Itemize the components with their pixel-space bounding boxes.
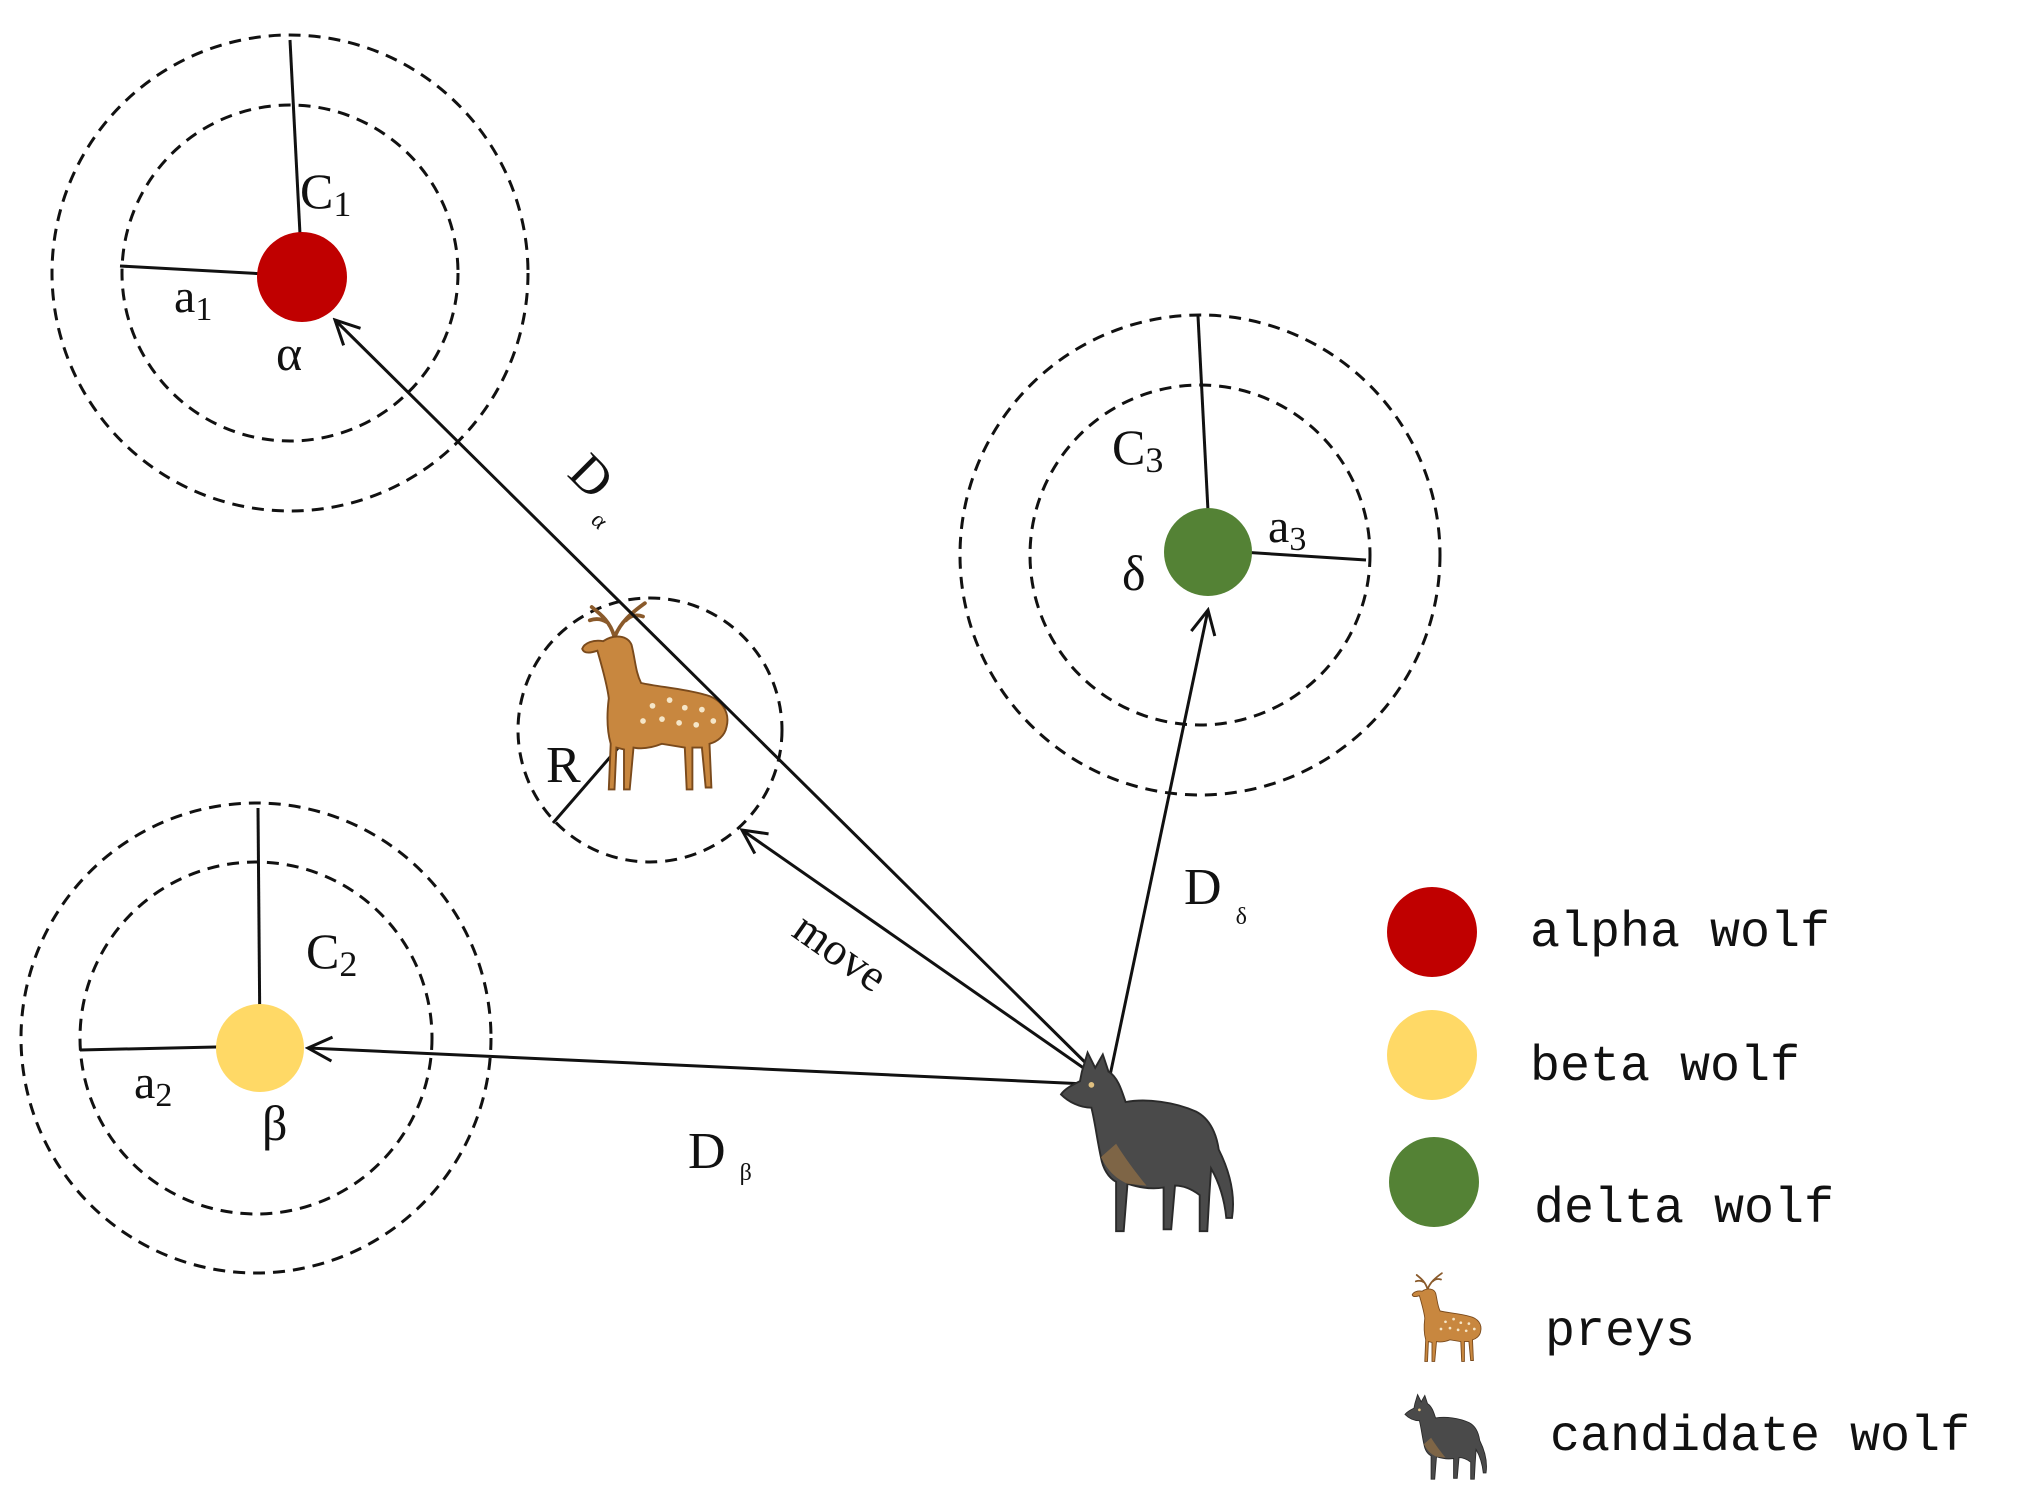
d-beta-vector <box>308 1048 1109 1087</box>
beta-symbol: β <box>262 1095 287 1151</box>
deer-icon <box>580 601 730 792</box>
delta-outer-ring <box>958 313 1442 797</box>
prey-r-radius <box>551 747 620 824</box>
legend-wolf-icon <box>1404 1394 1487 1480</box>
alpha-inner-ring <box>120 103 460 443</box>
prey-ring <box>516 596 784 864</box>
legend-item-beta: beta wolf <box>1387 1010 1800 1100</box>
legend-delta-swatch <box>1389 1137 1479 1227</box>
vectors <box>308 320 1208 1087</box>
alpha-a-label: a1 <box>174 270 212 328</box>
legend-beta-label: beta wolf <box>1530 1039 1800 1096</box>
legend-beta-swatch <box>1387 1010 1477 1100</box>
legend: alpha wolf beta wolf delta wolf preys ca… <box>1387 887 1970 1480</box>
legend-deer-icon <box>1411 1272 1482 1363</box>
wolf-icon <box>1060 1051 1234 1233</box>
beta-group: C2 a2 β <box>19 801 493 1275</box>
move-vector <box>742 830 1109 1087</box>
beta-inner-ring <box>78 860 434 1216</box>
legend-item-alpha: alpha wolf <box>1387 887 1830 977</box>
delta-wolf-marker <box>1164 508 1252 596</box>
legend-item-delta: delta wolf <box>1389 1137 1834 1238</box>
d-delta-vector <box>1106 610 1208 1086</box>
beta-c-label: C2 <box>306 923 357 984</box>
legend-prey-label: preys <box>1545 1304 1695 1361</box>
d-alpha-vector <box>335 320 1110 1087</box>
legend-alpha-label: alpha wolf <box>1530 905 1830 962</box>
prey-group: R <box>516 596 784 864</box>
delta-symbol: δ <box>1122 545 1146 601</box>
alpha-wolf-marker <box>257 232 347 322</box>
alpha-c-label: C1 <box>300 163 351 224</box>
move-label: move <box>784 901 897 1001</box>
legend-item-candidate: candidate wolf <box>1404 1394 1970 1480</box>
delta-group: C3 a3 δ <box>958 313 1442 797</box>
legend-candidate-label: candidate wolf <box>1550 1409 1970 1466</box>
d-alpha-label: Dα <box>550 443 642 535</box>
beta-outer-ring <box>19 801 493 1275</box>
alpha-group: C1 a1 α <box>50 33 530 513</box>
alpha-outer-ring <box>50 33 530 513</box>
delta-a-label: a3 <box>1268 500 1306 558</box>
beta-a-label: a2 <box>134 1056 172 1114</box>
legend-delta-label: delta wolf <box>1534 1181 1834 1238</box>
prey-r-label: R <box>546 737 581 794</box>
delta-inner-ring <box>1028 383 1372 727</box>
d-delta-label: Dδ <box>1184 859 1247 930</box>
legend-alpha-swatch <box>1387 887 1477 977</box>
beta-wolf-marker <box>216 1004 304 1092</box>
legend-item-prey: preys <box>1411 1272 1695 1363</box>
alpha-symbol: α <box>276 325 302 381</box>
delta-c-label: C3 <box>1112 419 1163 480</box>
